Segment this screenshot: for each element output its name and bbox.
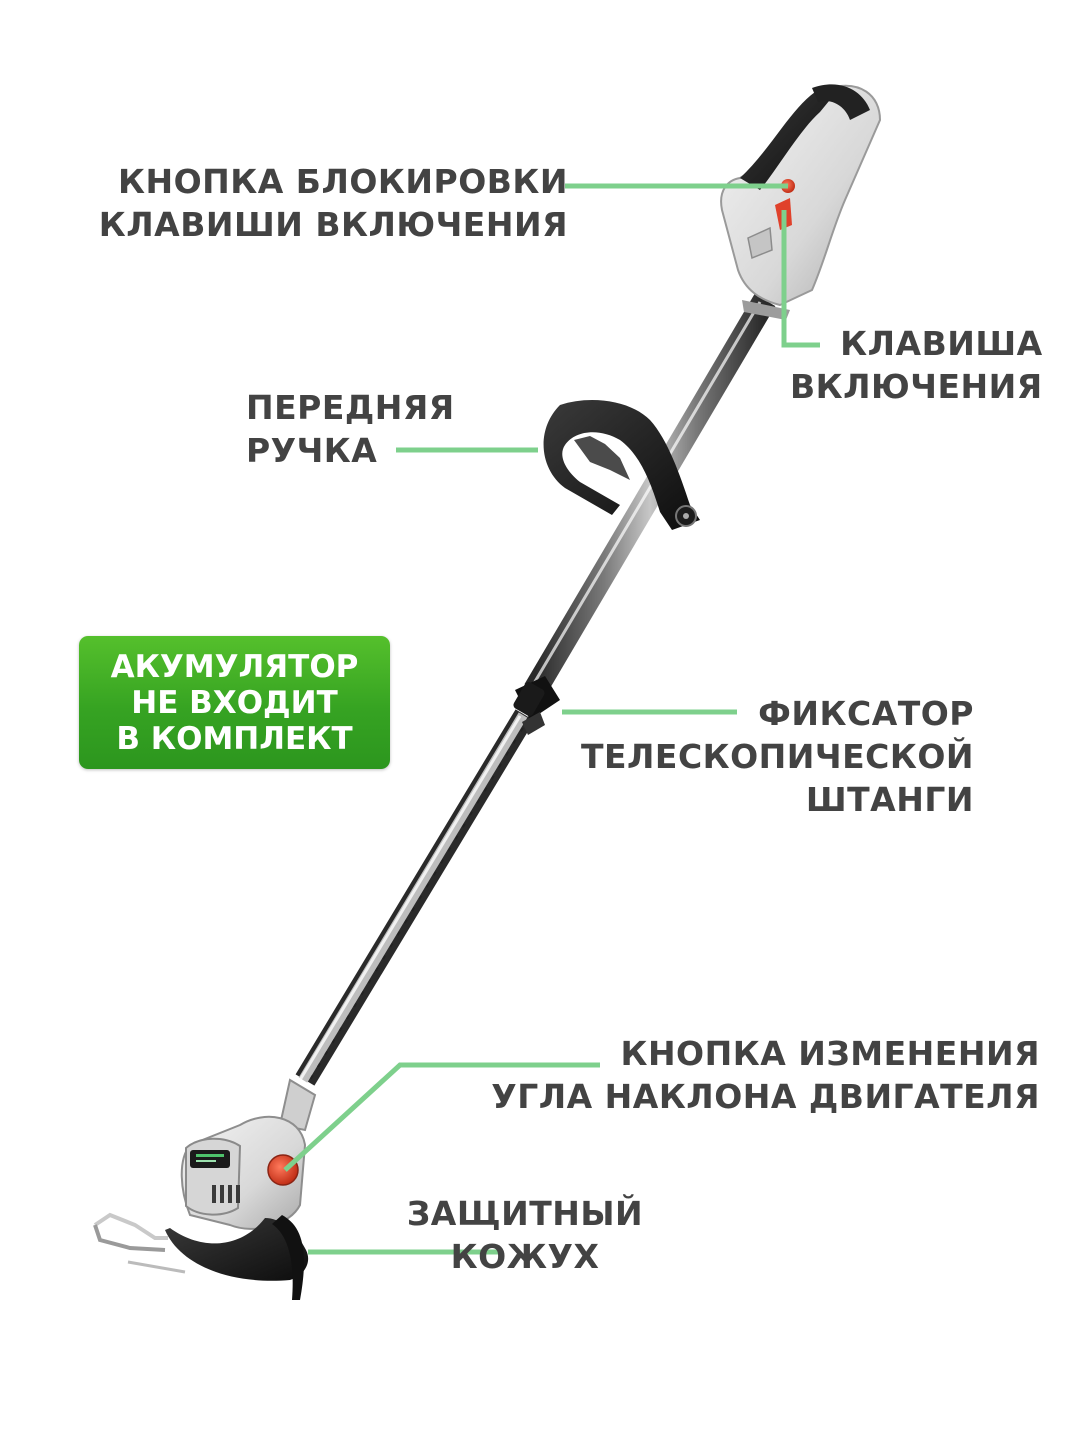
telescopic-lock [513, 676, 560, 735]
vent-slots [212, 1185, 240, 1203]
label-lock-button-line-1: КНОПКА БЛОКИРОВКИ [118, 162, 568, 201]
label-lock-button: КНОПКА БЛОКИРОВКИ КЛАВИШИ ВКЛЮЧЕНИЯ [99, 160, 568, 246]
leader-lines [283, 183, 820, 1255]
lower-pole [295, 709, 535, 1086]
label-telescopic-lock: ФИКСАТОР ТЕЛЕСКОПИЧЕСКОЙ ШТАНГИ [581, 692, 974, 821]
motor-head [93, 1078, 317, 1300]
label-guard-line-1: ЗАЩИТНЫЙ [406, 1194, 644, 1233]
label-guard-line-2: КОЖУХ [450, 1237, 600, 1276]
badge-line-1: АКУМУЛЯТОР [110, 648, 359, 685]
rear-handle [720, 84, 882, 320]
label-power-key: КЛАВИША ВКЛЮЧЕНИЯ [790, 322, 1043, 408]
label-telescopic-lock-line-2: ТЕЛЕСКОПИЧЕСКОЙ [580, 737, 974, 776]
badge-line-2: НЕ ВХОДИТ [131, 684, 338, 721]
label-angle-button-line-1: КНОПКА ИЗМЕНЕНИЯ [620, 1034, 1040, 1073]
label-angle-button-line-2: УГЛА НАКЛОНА ДВИГАТЕЛЯ [491, 1077, 1040, 1116]
label-front-handle: ПЕРЕДНЯЯ РУЧКА [246, 386, 455, 472]
upper-pole [524, 293, 776, 697]
label-power-key-line-1: КЛАВИША [840, 324, 1043, 363]
front-handle [543, 400, 700, 530]
battery-not-included-badge: АКУМУЛЯТОР НЕ ВХОДИТ В КОМПЛЕКТ [79, 636, 390, 769]
label-telescopic-lock-line-1: ФИКСАТОР [758, 694, 974, 733]
label-front-handle-line-2: РУЧКА [246, 431, 378, 470]
label-lock-button-line-2: КЛАВИШИ ВКЛЮЧЕНИЯ [98, 205, 568, 244]
leader-angle-button [283, 1062, 600, 1172]
badge-line-3: В КОМПЛЕКТ [116, 720, 353, 757]
label-front-handle-line-1: ПЕРЕДНЯЯ [246, 388, 455, 427]
label-power-key-line-2: ВКЛЮЧЕНИЯ [790, 367, 1043, 406]
label-guard: ЗАЩИТНЫЙ КОЖУХ [400, 1192, 650, 1278]
label-telescopic-lock-line-3: ШТАНГИ [805, 780, 974, 819]
label-angle-button: КНОПКА ИЗМЕНЕНИЯ УГЛА НАКЛОНА ДВИГАТЕЛЯ [491, 1032, 1040, 1118]
leader-power-key [781, 210, 820, 348]
